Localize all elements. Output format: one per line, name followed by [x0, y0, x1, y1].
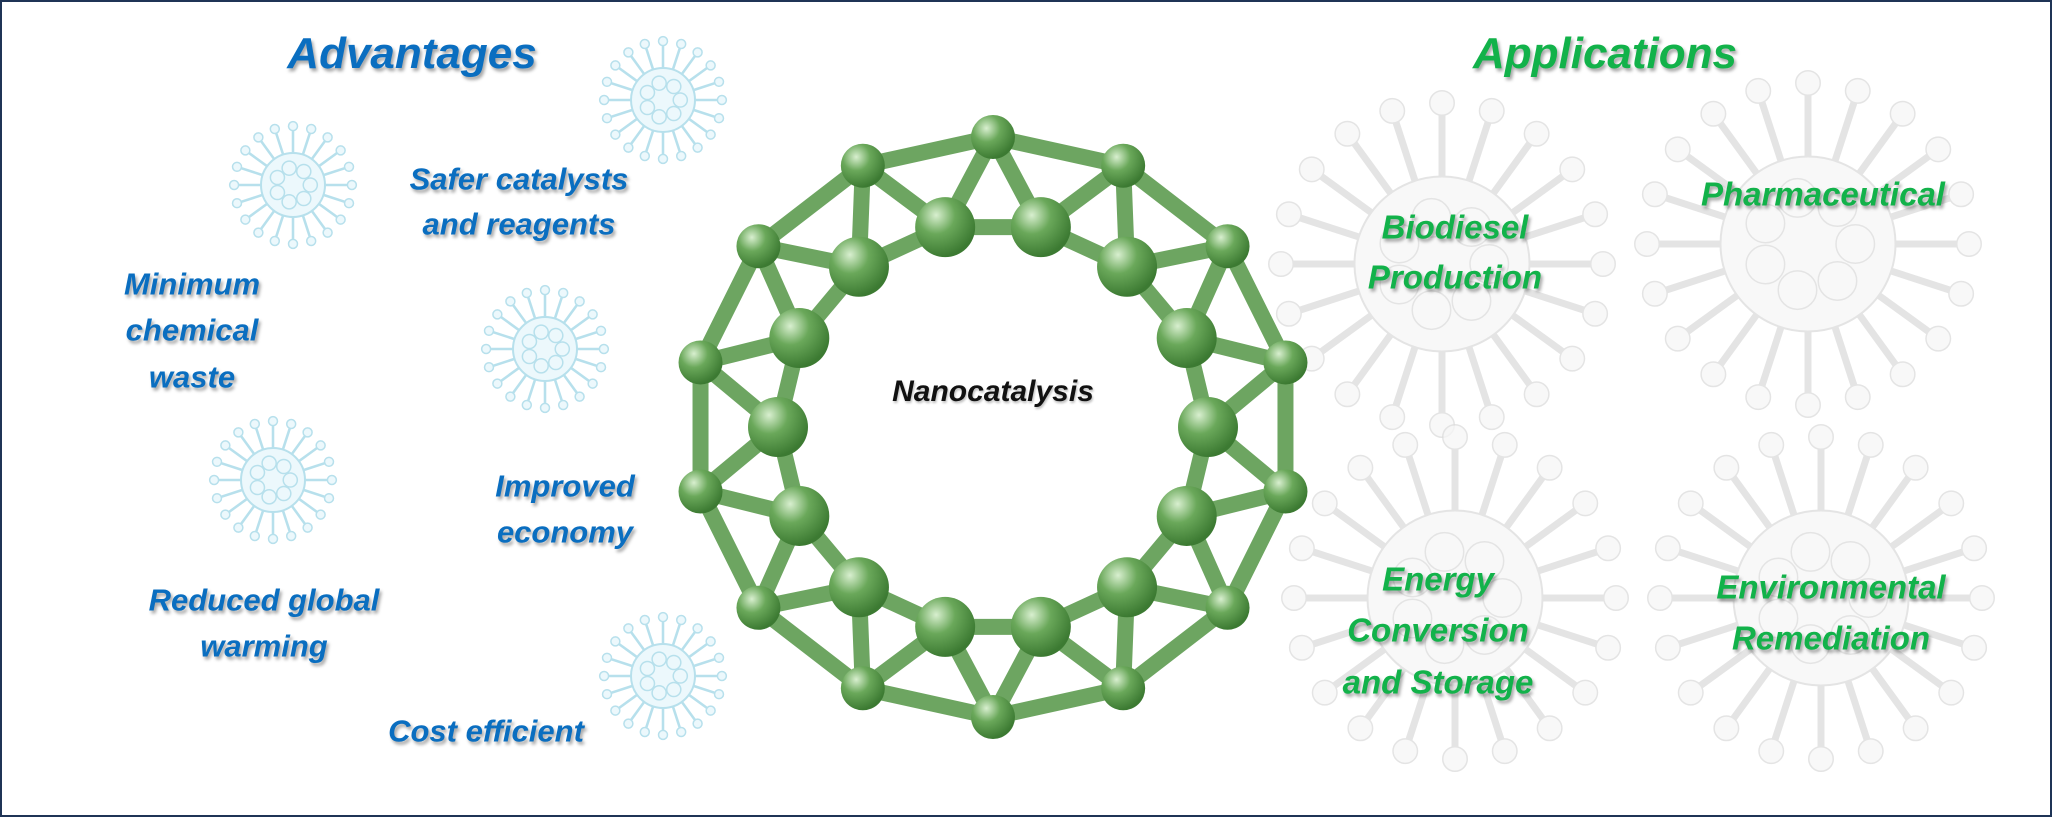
application-biodiesel-line1: Biodiesel — [1381, 208, 1529, 246]
small-virus-icon — [480, 284, 610, 414]
advantage-reduced-warming-line1: Reduced global — [148, 582, 380, 618]
application-energy-line3: and Storage — [1342, 663, 1534, 701]
application-energy-line2: Conversion — [1347, 611, 1529, 649]
advantage-safer-catalysts-line2: and reagents — [422, 206, 616, 242]
advantage-improved-economy-line2: economy — [496, 514, 634, 550]
advantage-minimum-waste-line2: chemical — [125, 312, 259, 348]
advantage-improved-economy-line1: Improved — [495, 468, 635, 504]
small-virus-icon — [228, 120, 358, 250]
large-virus-icon — [1647, 424, 1995, 772]
large-virus-icon — [1634, 70, 1982, 418]
application-environmental-line1: Environmental — [1716, 568, 1946, 606]
advantage-minimum-waste-line1: Minimum — [123, 266, 261, 302]
applications-title: Applications — [1472, 29, 1738, 78]
nanocatalyst-molecule-icon — [678, 115, 1308, 739]
center-label: Nanocatalysis — [892, 375, 1094, 408]
advantages-title: Advantages — [287, 29, 537, 78]
application-energy-line1: Energy — [1382, 560, 1494, 598]
application-environmental-line2: Remediation — [1731, 619, 1931, 657]
small-virus-icon — [208, 415, 338, 545]
advantage-reduced-warming-line2: warming — [200, 628, 328, 664]
application-pharmaceutical: Pharmaceutical — [1701, 175, 1945, 213]
advantage-cost-efficient: Cost efficient — [388, 713, 584, 749]
small-virus-icon — [598, 611, 728, 741]
advantage-minimum-waste-line3: waste — [148, 359, 236, 395]
advantage-safer-catalysts-line1: Safer catalysts — [409, 161, 629, 197]
large-virus-icon — [1281, 424, 1629, 772]
small-virus-icon — [598, 35, 728, 165]
application-biodiesel-line2: Production — [1367, 258, 1543, 296]
large-virus-icon — [1268, 90, 1616, 438]
